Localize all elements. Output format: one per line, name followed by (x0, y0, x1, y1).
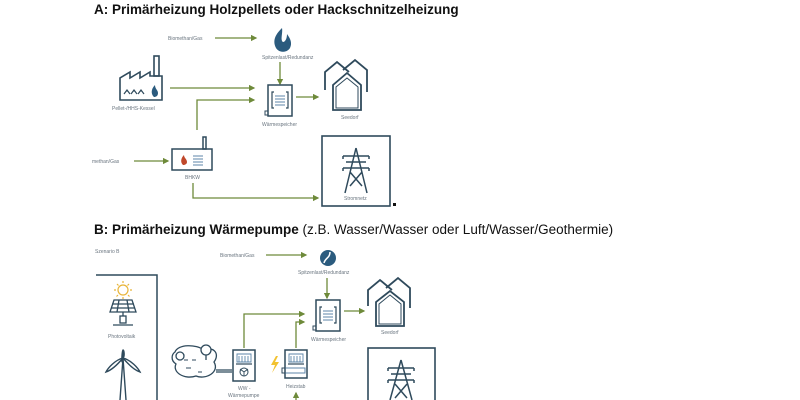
corner-dot (393, 203, 396, 206)
wind-turbine-icon (104, 349, 142, 400)
waermespeicher-icon-b (312, 299, 341, 332)
label-waermespeicher-a: Wärmespeicher (262, 122, 297, 128)
section-b-diagram: Szenario B Biomethan/Gas Spitzenlast/Red… (95, 249, 436, 400)
label-pellet-kessel: Pellet-/HHS-Kessel (112, 106, 155, 112)
factory-icon (119, 55, 163, 101)
stromnetz-box: Stromnetz (321, 135, 396, 207)
power-tower-icon-b (387, 359, 415, 400)
heizstab-icon (281, 349, 308, 379)
bhkw-icon (171, 136, 213, 171)
houses-icon-b (367, 276, 411, 327)
arrow-heatpump-to-speicher (243, 310, 306, 348)
label-photovoltaik: Photovoltaik (108, 334, 136, 340)
arrow-heizstab-to-speicher (295, 318, 306, 348)
label-ww-line1: WW - (238, 386, 251, 392)
label-biomethan-a: Biomethan/Gas (168, 36, 203, 42)
houses-icon (324, 58, 368, 111)
section-b-heading: B: Primärheizung Wärmepumpe (z.B. Wasser… (94, 222, 614, 237)
label-ww-line2: Wärmepumpe (228, 393, 260, 399)
renewables-bracket (96, 274, 158, 400)
power-tower-icon (342, 147, 370, 194)
section-a-diagram: Biomethan/Gas Spitzenlast/Redundanz Pell… (92, 28, 396, 207)
arrow-bhkw-to-speicher (196, 96, 256, 130)
solar-panel-icon (109, 299, 137, 326)
label-heizstab: Heizstab (286, 384, 306, 390)
stromnetz-box-b (367, 347, 436, 400)
label-biomethan-left: methan/Gas (92, 159, 120, 165)
lake-icon (171, 344, 232, 378)
sun-icon (114, 281, 132, 299)
label-szenario-b: Szenario B (95, 249, 120, 255)
label-biomethan-b: Biomethan/Gas (220, 253, 255, 259)
section-a-heading: A: Primärheizung Holzpellets oder Hacksc… (94, 2, 459, 17)
lightning-icon (271, 356, 279, 373)
label-spitzenlast-a: Spitzenlast/Redundanz (262, 55, 314, 61)
label-spitzenlast-b: Spitzenlast/Redundanz (298, 270, 350, 276)
label-seedorf-b: Seedorf (381, 330, 399, 336)
flame-icon (274, 28, 292, 52)
label-seedorf-a: Seedorf (341, 115, 359, 121)
arrow-bhkw-to-stromnetz (192, 183, 320, 202)
label-stromnetz: Stromnetz (344, 196, 367, 202)
label-waermespeicher-b: Wärmespeicher (311, 337, 346, 343)
waermespeicher-icon (264, 84, 293, 117)
flame-icon-b (320, 250, 336, 266)
heat-pump-icon (232, 349, 256, 382)
label-bhkw: BHKW (185, 175, 200, 181)
